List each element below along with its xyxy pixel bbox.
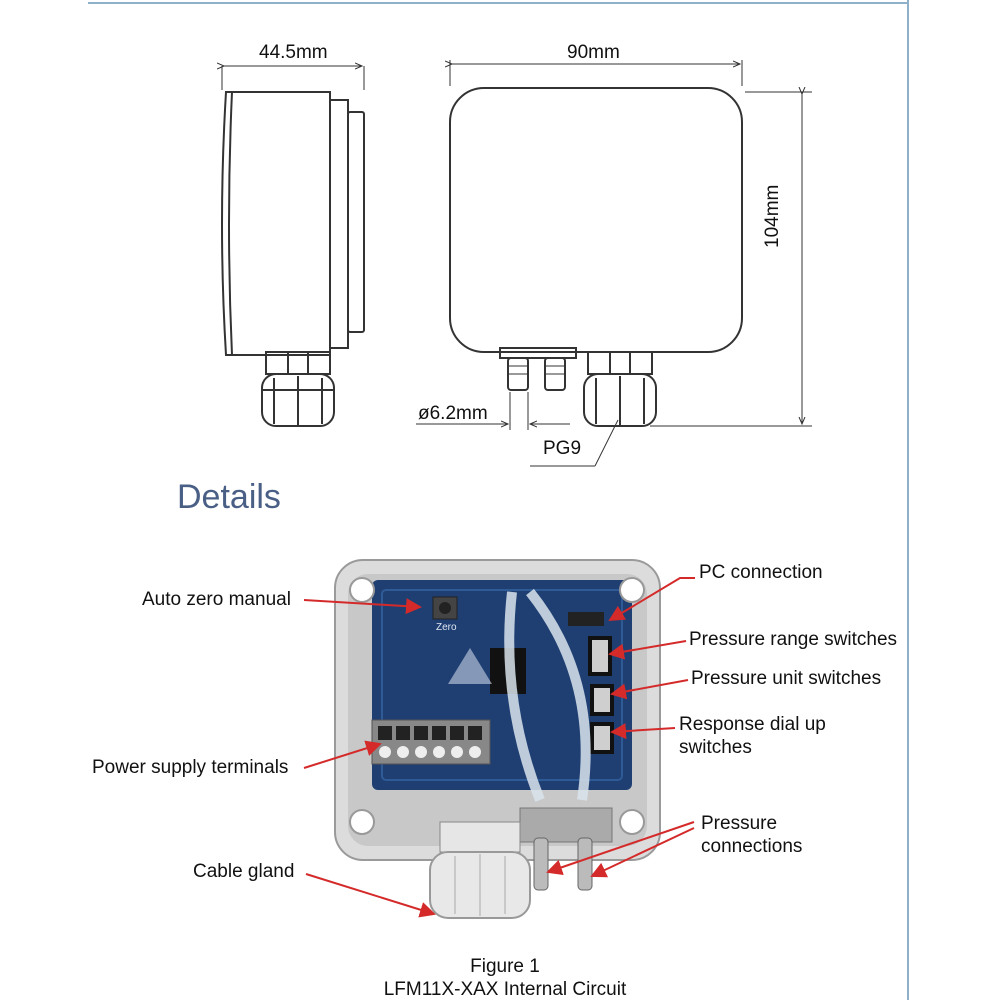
callout-pc-connection: PC connection xyxy=(699,562,823,583)
callout-unit-switches: Pressure unit switches xyxy=(691,668,882,689)
dim-gland-label: PG9 xyxy=(543,438,582,459)
callout-pressure-line1: Pressure xyxy=(701,813,778,834)
dim-width-label: 90mm xyxy=(567,42,620,63)
callout-arrows xyxy=(303,577,695,918)
side-view xyxy=(222,66,365,427)
zero-silk-label: Zero xyxy=(436,622,457,633)
dim-tube-label: ø6.2mm xyxy=(418,403,488,424)
front-view xyxy=(416,60,812,467)
figure-caption-line2: LFM11X-XAX Internal Circuit xyxy=(383,979,627,1000)
figure-caption-line1: Figure 1 xyxy=(470,956,540,977)
device-photo xyxy=(334,559,661,919)
callout-auto-zero: Auto zero manual xyxy=(142,589,291,610)
callout-response-line1: Response dial up xyxy=(679,714,826,735)
details-heading: Details xyxy=(177,478,281,516)
callout-power-terminals: Power supply terminals xyxy=(92,757,289,778)
dim-depth-label: 44.5mm xyxy=(259,42,328,63)
callout-range-switches: Pressure range switches xyxy=(689,629,898,650)
callout-pressure-line2: connections xyxy=(701,836,803,857)
callout-cable-gland: Cable gland xyxy=(193,861,295,882)
callout-response-line2: switches xyxy=(679,737,752,758)
dim-height-label: 104mm xyxy=(762,184,783,248)
